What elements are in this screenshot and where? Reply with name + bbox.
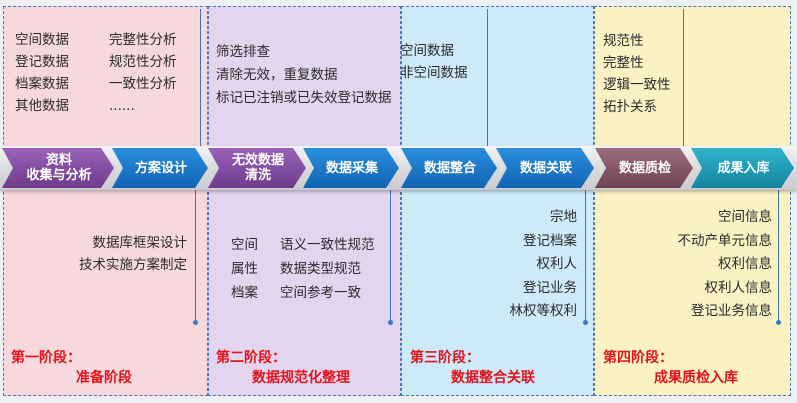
- step-data-quality-check: 数据质检: [595, 148, 693, 188]
- connector-dot: [776, 320, 781, 325]
- step-data-collection: 数据采集: [303, 148, 399, 188]
- list-item: 数据类型规范: [280, 261, 361, 277]
- list-item: 登记业务信息: [691, 303, 772, 319]
- list-item: 登记档案: [523, 232, 577, 249]
- stage-4-label: 第四阶段：: [603, 350, 673, 366]
- stage-2-collection-rules: 语义一致性规范 数据类型规范 空间参考一致: [280, 233, 375, 305]
- stage-2-collection-categories: 空间 属性 档案: [231, 233, 258, 305]
- list-item: 登记业务: [523, 279, 577, 296]
- stage-3-label: 第三阶段：: [410, 350, 480, 366]
- list-item: 不动产单元信息: [677, 232, 773, 249]
- list-item: 一致性分析: [109, 76, 177, 92]
- stage-3-data-types: 空间数据 非空间数据: [400, 40, 468, 84]
- list-item: 空间数据: [400, 43, 454, 59]
- stage-1-label: 第一阶段：: [11, 350, 81, 366]
- list-item: 非空间数据: [400, 65, 468, 81]
- stage-1-analysis-items: 完整性分析 规范性分析 一致性分析 ......: [109, 29, 177, 117]
- connector-line: [390, 190, 391, 322]
- list-item: 登记数据: [15, 54, 69, 70]
- connector-line: [195, 190, 196, 322]
- connector-dot: [193, 320, 198, 325]
- step-label: 数据采集: [325, 160, 378, 176]
- step-label: 方案设计: [134, 160, 187, 176]
- list-item: 技术实施方案制定: [79, 257, 187, 273]
- connector-line: [200, 9, 201, 146]
- step-data-association: 数据关联: [496, 148, 594, 188]
- step-result-storage: 成果入库: [691, 148, 794, 188]
- list-item: 档案: [231, 285, 258, 301]
- stage-2-label: 第二阶段：: [216, 350, 286, 366]
- step-data-collection-analysis: 资料 收集与分析: [2, 148, 114, 188]
- stage-3-association-items: 宗地 登记档案 权利人 登记业务 林权等权利: [510, 206, 578, 324]
- list-item: 完整性: [603, 55, 644, 71]
- stage-3-name: 数据整合关联: [451, 370, 535, 386]
- list-item: 规范性: [603, 33, 644, 49]
- stage-4-storage-items: 空间信息 不动产单元信息 权利信息 权利人信息 登记业务信息: [678, 206, 773, 324]
- step-label: 无效数据: [231, 153, 284, 168]
- list-item: 林权等权利: [509, 303, 578, 319]
- list-item: 档案数据: [15, 76, 69, 92]
- list-item: 标记已注销或已失效登记数据: [216, 90, 392, 106]
- list-item: 规范性分析: [109, 54, 177, 70]
- list-item: 空间: [231, 237, 258, 253]
- list-item: ......: [109, 98, 135, 114]
- step-invalid-data-cleaning: 无效数据 清洗: [208, 148, 306, 188]
- list-item: 权利信息: [718, 256, 772, 272]
- step-label: 成果入库: [717, 160, 770, 176]
- list-item: 其他数据: [15, 98, 69, 114]
- stage-1-design-items: 数据库框架设计 技术实施方案制定: [79, 232, 187, 276]
- step-label: 数据关联: [519, 160, 572, 176]
- list-item: 属性: [231, 261, 258, 277]
- list-item: 数据库框架设计: [92, 235, 188, 251]
- list-item: 筛选排查: [216, 44, 270, 60]
- stage-1-data-sources: 空间数据 登记数据 档案数据 其他数据: [15, 29, 69, 117]
- stage-2-name: 数据规范化整理: [252, 370, 350, 386]
- stage-3-panel: [401, 6, 594, 396]
- connector-line: [487, 9, 488, 146]
- step-label: 清洗: [244, 168, 271, 183]
- stage-2-panel: [208, 6, 401, 396]
- connector-line: [778, 190, 779, 322]
- connector-line: [683, 9, 684, 146]
- connector-dot: [583, 320, 588, 325]
- step-label: 资料: [45, 153, 72, 168]
- list-item: 空间数据: [15, 32, 69, 48]
- list-item: 权利人信息: [704, 279, 773, 296]
- step-data-integration: 数据整合: [401, 148, 497, 188]
- stage-4-name: 成果质检入库: [654, 370, 738, 386]
- stage-4-check-items: 规范性 完整性 逻辑一致性 拓扑关系: [603, 30, 671, 118]
- list-item: 权利人: [536, 256, 578, 272]
- connector-line: [585, 190, 586, 322]
- list-item: 完整性分析: [109, 32, 177, 48]
- step-label: 数据整合: [423, 160, 476, 176]
- list-item: 宗地: [550, 209, 577, 225]
- connector-dot: [388, 320, 393, 325]
- list-item: 清除无效，重复数据: [216, 67, 338, 83]
- list-item: 逻辑一致性: [603, 77, 671, 93]
- step-plan-design: 方案设计: [112, 148, 208, 188]
- step-label: 收集与分析: [26, 168, 92, 183]
- list-item: 语义一致性规范: [280, 237, 375, 253]
- list-item: 空间信息: [718, 209, 772, 225]
- stage-2-cleaning-items: 筛选排查 清除无效，重复数据 标记已注销或已失效登记数据: [216, 41, 392, 110]
- list-item: 空间参考一致: [280, 285, 361, 301]
- list-item: 拓扑关系: [603, 99, 657, 115]
- stage-1-panel: [3, 6, 208, 396]
- stage-1-name: 准备阶段: [76, 370, 132, 386]
- step-label: 数据质检: [618, 160, 671, 176]
- stage-4-panel: [594, 6, 791, 396]
